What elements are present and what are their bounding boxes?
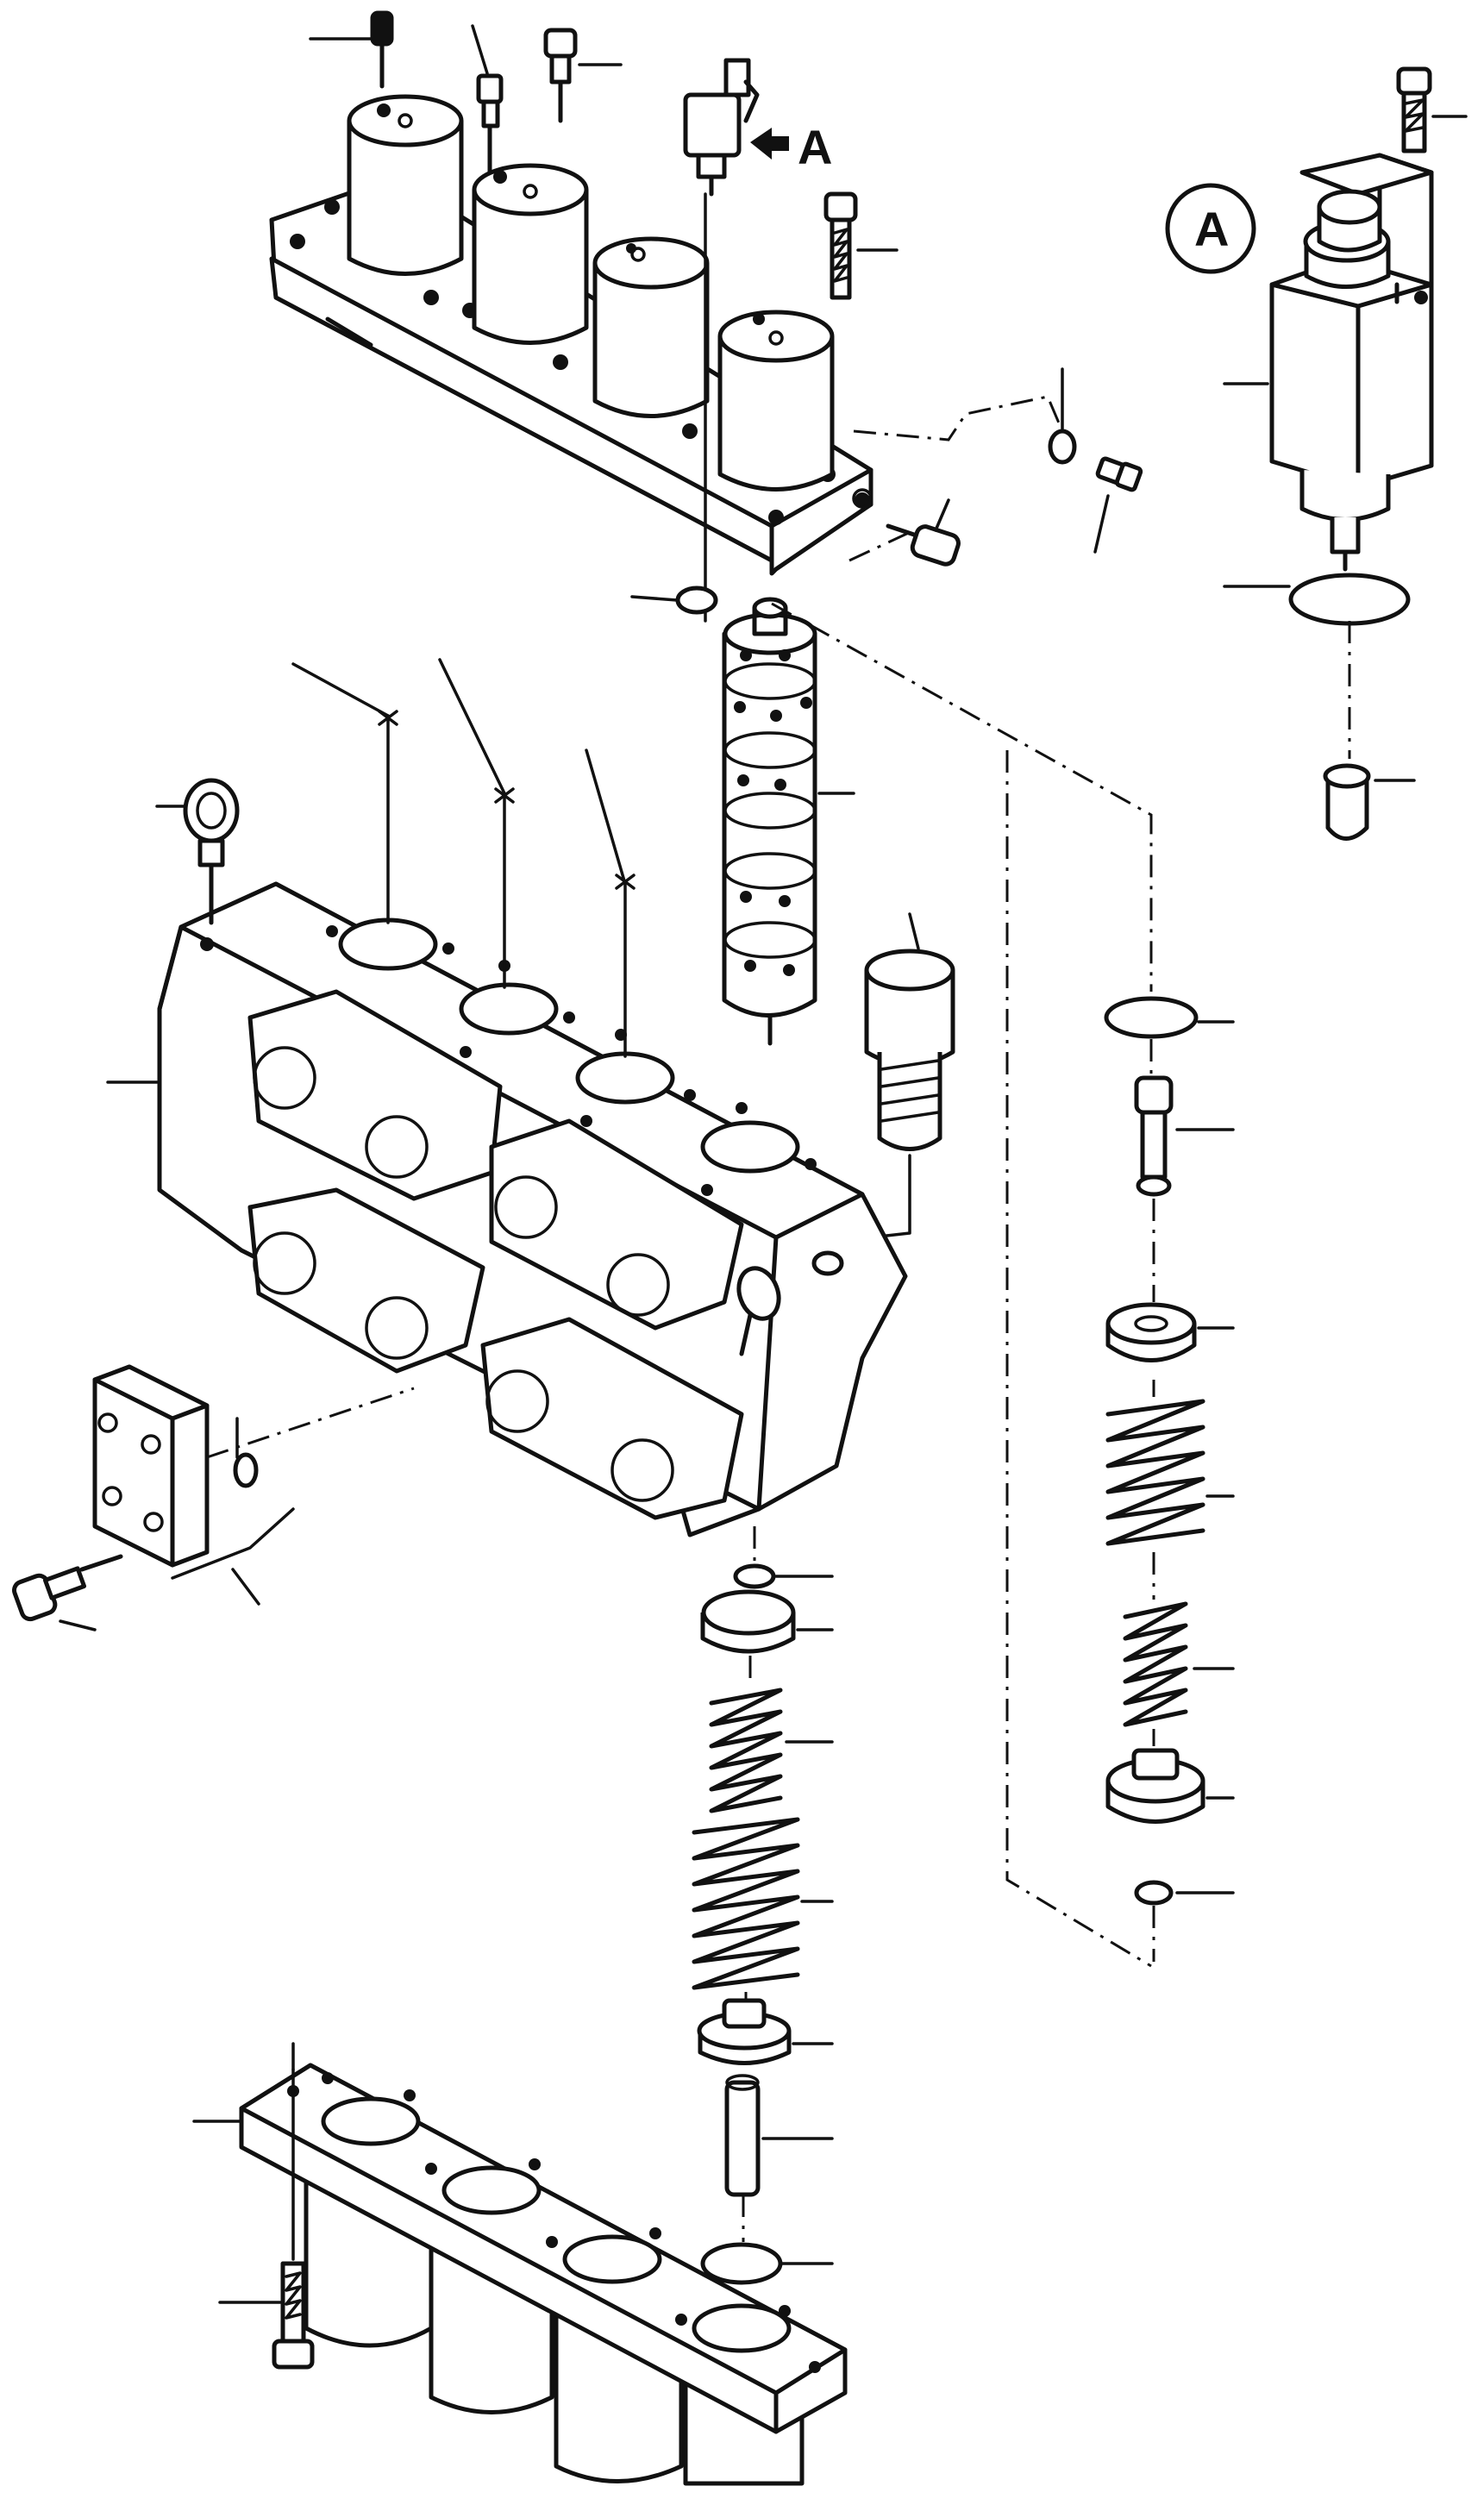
side-cap-screw — [886, 498, 961, 567]
lower-oring — [700, 2242, 834, 2285]
lower-retainer — [697, 1998, 834, 2065]
solenoid-coil-2 — [472, 163, 589, 345]
right-inner-spring — [1123, 1601, 1235, 1727]
solenoid-coil-3 — [592, 236, 710, 418]
connector-fitting — [471, 24, 504, 175]
detail-a-arrow: A — [750, 120, 832, 174]
breather-plug — [543, 28, 623, 123]
right-plunger — [1134, 1075, 1235, 1197]
eye-bolt — [155, 778, 240, 925]
detail-circle-label: A — [1194, 202, 1229, 256]
main-spool-assembly — [722, 597, 855, 1046]
bottom-cover — [192, 2063, 848, 2486]
lower-plunger — [724, 2074, 834, 2197]
manifold-oring — [630, 586, 718, 615]
end-cover-bolt — [11, 1554, 123, 1631]
pressure-switch — [683, 58, 760, 623]
relief-valve-cartridge — [830, 912, 955, 1243]
top-plug-fitting — [309, 10, 394, 89]
lower-inner-spring — [709, 1688, 834, 1813]
end-cover-plate — [92, 1364, 415, 1606]
lower-outer-spring — [692, 1817, 834, 1990]
lower-snap-ring — [733, 1563, 834, 1589]
check-valve-lines — [291, 658, 636, 1058]
manifold-bolt — [823, 191, 899, 300]
right-outer-spring — [1105, 1399, 1235, 1546]
right-oring — [1104, 996, 1235, 1039]
valve-body — [106, 881, 908, 1537]
right-spring-seat — [1105, 1302, 1235, 1362]
bottom-cover-bolt — [218, 2042, 315, 2370]
right-snap-ring — [1134, 1880, 1235, 1906]
assembly-centerlines — [742, 395, 1155, 2242]
right-retainer — [1105, 1748, 1235, 1824]
lower-spring-seat — [700, 1589, 834, 1654]
washer-and-bolt — [1048, 367, 1143, 554]
detail-arrow-label: A — [798, 120, 832, 174]
detail-a-view: A — [1165, 66, 1468, 841]
solenoid-coil-4 — [717, 310, 835, 492]
solenoid-coil-1 — [347, 94, 464, 276]
